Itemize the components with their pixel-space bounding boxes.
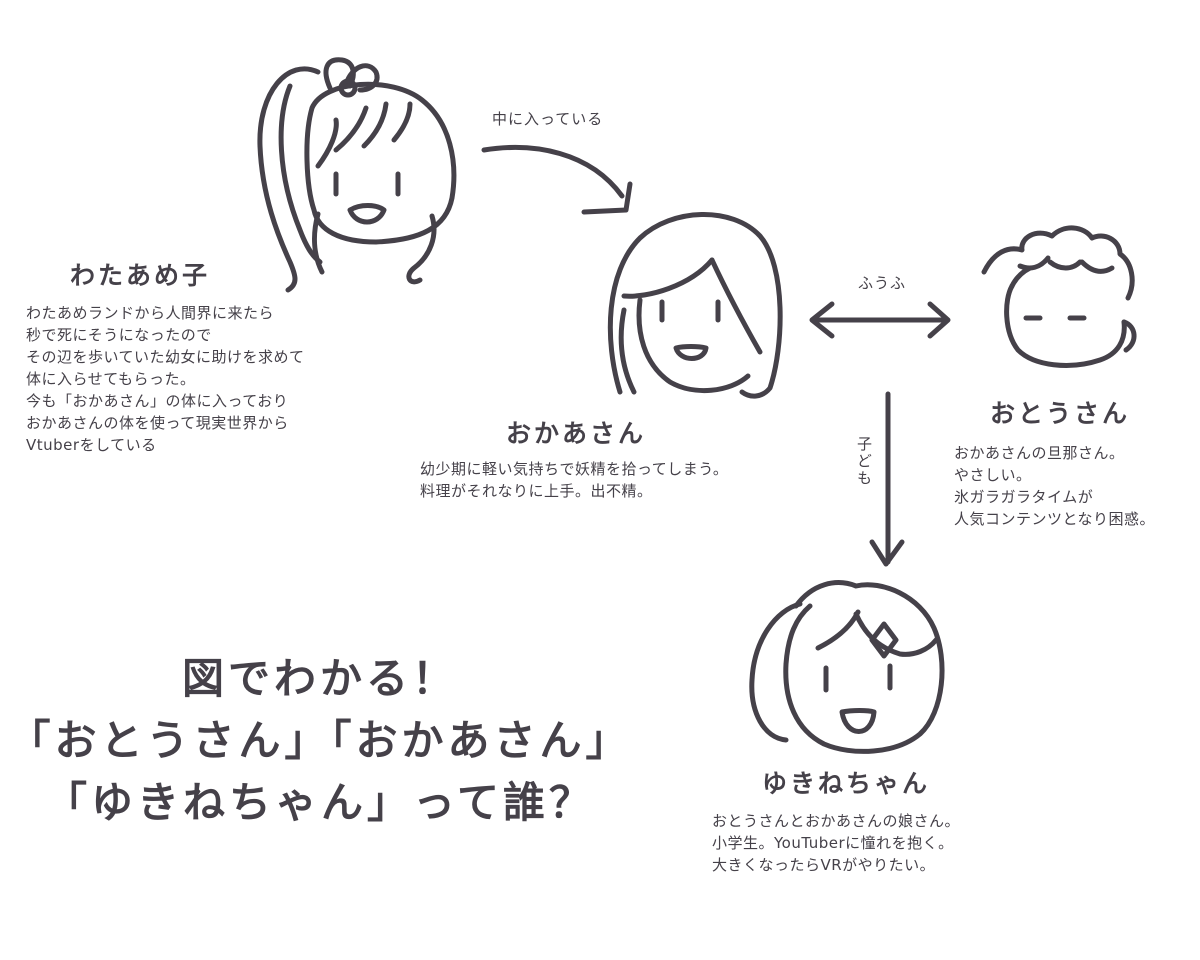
page-title: 図でわかる！ 「おとうさん」「おかあさん」 「ゆきねちゃん」って誰？	[0, 648, 640, 834]
wataameko-description-line: その辺を歩いていた幼女に助けを求めて	[26, 348, 305, 366]
relation-label-inside: 中に入っている	[492, 110, 604, 128]
arrow-inside	[481, 145, 633, 215]
yukinechan-name: ゆきねちゃん	[762, 769, 931, 798]
page-title-line: 「ゆきねちゃん」って誰？	[45, 778, 595, 827]
wataameko-description-line: 秒で死にそうになったので	[26, 326, 212, 344]
otousan-description-line: 氷ガラガラタイムが	[954, 488, 1094, 506]
otousan-description-line: 人気コンテンツとなり困惑。	[954, 510, 1156, 528]
okaasan-face-drawing	[607, 212, 783, 399]
relation-label-child: 子ども	[855, 436, 873, 487]
yukinechan-description-line: おとうさんとおかあさんの娘さん。	[712, 812, 961, 830]
otousan-description: おかあさんの旦那さん。 やさしい。 氷ガラガラタイムが 人気コンテンツとなり困惑…	[954, 442, 1155, 530]
okaasan-name: おかあさん	[506, 419, 647, 448]
arrow-married	[809, 301, 951, 339]
wataameko-description-line: Vtuberをしている	[26, 436, 157, 454]
yukinechan-description-line: 小学生。YouTuberに憧れを抱く。	[712, 834, 954, 852]
page-title-line: 「おとうさん」「おかあさん」	[8, 716, 632, 765]
yukinechan-description-line: 大きくなったらVRがやりたい。	[712, 856, 936, 874]
arrow-child	[869, 391, 905, 567]
otousan-description-line: やさしい。	[954, 466, 1032, 484]
okaasan-description: 幼少期に軽い気持ちで妖精を拾ってしまう。 料理がそれなりに上手。出不精。	[420, 458, 728, 502]
yukinechan-description: おとうさんとおかあさんの娘さん。 小学生。YouTuberに憧れを抱く。 大きく…	[712, 810, 960, 876]
wataameko-description-line: おかあさんの体を使って現実世界から	[26, 414, 289, 432]
wataameko-description-line: 今も「おかあさん」の体に入っており	[26, 392, 289, 410]
yukinechan-face-drawing	[749, 580, 945, 754]
otousan-face-drawing	[981, 225, 1137, 368]
otousan-description-line: おかあさんの旦那さん。	[954, 444, 1125, 462]
relation-label-married: ふうふ	[858, 274, 907, 292]
wataameko-description-line: 体に入らせてもらった。	[26, 370, 196, 388]
wataameko-description: わたあめランドから人間界に来たら 秒で死にそうになったので その辺を歩いていた幼…	[26, 302, 305, 456]
page-title-line: 図でわかる！	[181, 654, 458, 703]
wataameko-description-line: わたあめランドから人間界に来たら	[26, 304, 275, 322]
wataameko-face-drawing	[257, 57, 457, 293]
okaasan-description-line: 幼少期に軽い気持ちで妖精を拾ってしまう。	[420, 460, 729, 478]
wataameko-name: わたあめ子	[70, 261, 211, 290]
otousan-name: おとうさん	[990, 399, 1131, 428]
okaasan-description-line: 料理がそれなりに上手。出不精。	[420, 482, 653, 500]
